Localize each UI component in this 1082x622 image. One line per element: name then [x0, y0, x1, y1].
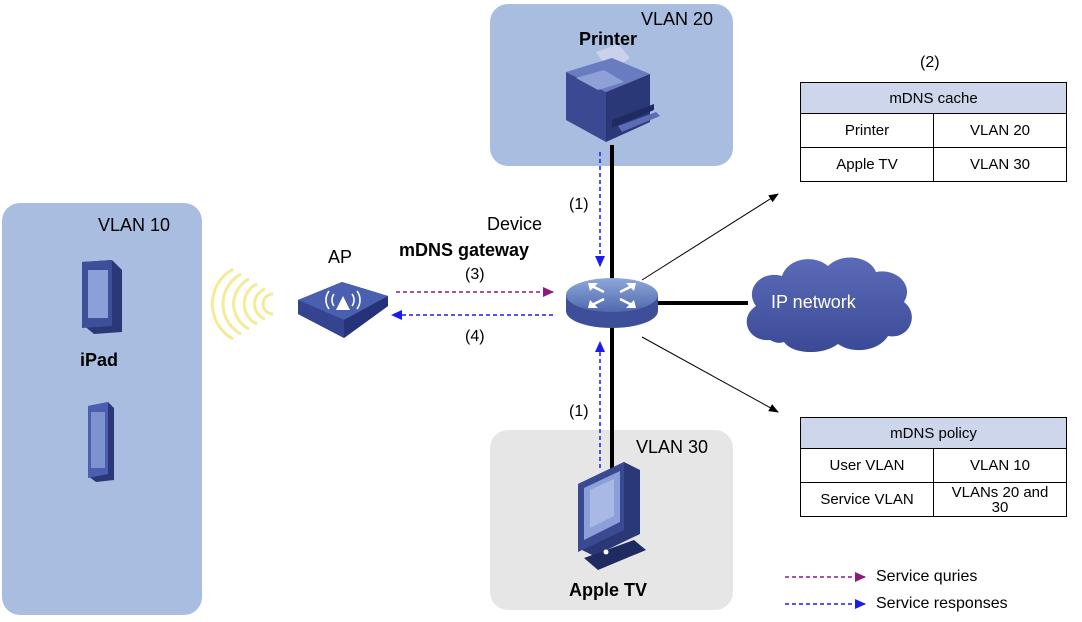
ipad-icon [82, 260, 122, 334]
ap-label: AP [328, 247, 353, 267]
wifi-signal-icon [210, 267, 274, 341]
table-cell: Service VLAN [800, 482, 934, 517]
link-to-cache [641, 193, 779, 281]
ipad-label: iPad [80, 350, 119, 370]
printer-icon [566, 44, 660, 142]
link-to-policy [641, 336, 779, 413]
legend-responses-label: Service responses [876, 595, 1008, 612]
table-cell: User VLAN [800, 448, 934, 483]
printer-label: Printer [579, 29, 638, 49]
mdns-cache-title: mDNS cache [800, 82, 1067, 114]
device-label: Device [487, 214, 543, 234]
table-row: User VLAN VLAN 10 [800, 448, 1067, 483]
table-row: Service VLAN VLANs 20 and 30 [800, 482, 1067, 517]
table-cell: VLANs 20 and 30 [933, 482, 1067, 517]
mdns-policy-table: mDNS policy User VLAN VLAN 10 Service VL… [800, 417, 1067, 517]
phone-icon [88, 402, 114, 482]
table-cell: VLAN 10 [933, 448, 1067, 483]
cloud-icon [746, 257, 912, 353]
table-cell: Apple TV [800, 147, 934, 182]
apple-tv-icon [578, 462, 646, 570]
legend-queries-label: Service quries [876, 568, 978, 585]
mdns-policy-title: mDNS policy [800, 417, 1067, 449]
mdns-gateway-label: mDNS gateway [399, 240, 530, 260]
table-cell: VLAN 30 [933, 147, 1067, 182]
step3-label: (3) [465, 266, 485, 283]
apple-tv-label: Apple TV [569, 580, 648, 600]
table-cell: Printer [800, 113, 934, 148]
table-cell: VLAN 20 [933, 113, 1067, 148]
step1-bottom-label: (1) [569, 403, 589, 420]
cloud-label: IP network [771, 292, 856, 312]
mdns-cache-table: mDNS cache Printer VLAN 20 Apple TV VLAN… [800, 82, 1067, 182]
ap-icon [298, 282, 388, 338]
step4-label: (4) [465, 328, 485, 345]
table-row: Printer VLAN 20 [800, 113, 1067, 148]
vlan30-label: VLAN 30 [636, 437, 709, 457]
vlan20-label: VLAN 20 [641, 9, 714, 29]
step1-top-label: (1) [569, 196, 589, 213]
vlan10-label: VLAN 10 [98, 215, 171, 235]
table-row: Apple TV VLAN 30 [800, 147, 1067, 182]
router-icon [566, 278, 658, 328]
step2-label: (2) [920, 54, 940, 71]
